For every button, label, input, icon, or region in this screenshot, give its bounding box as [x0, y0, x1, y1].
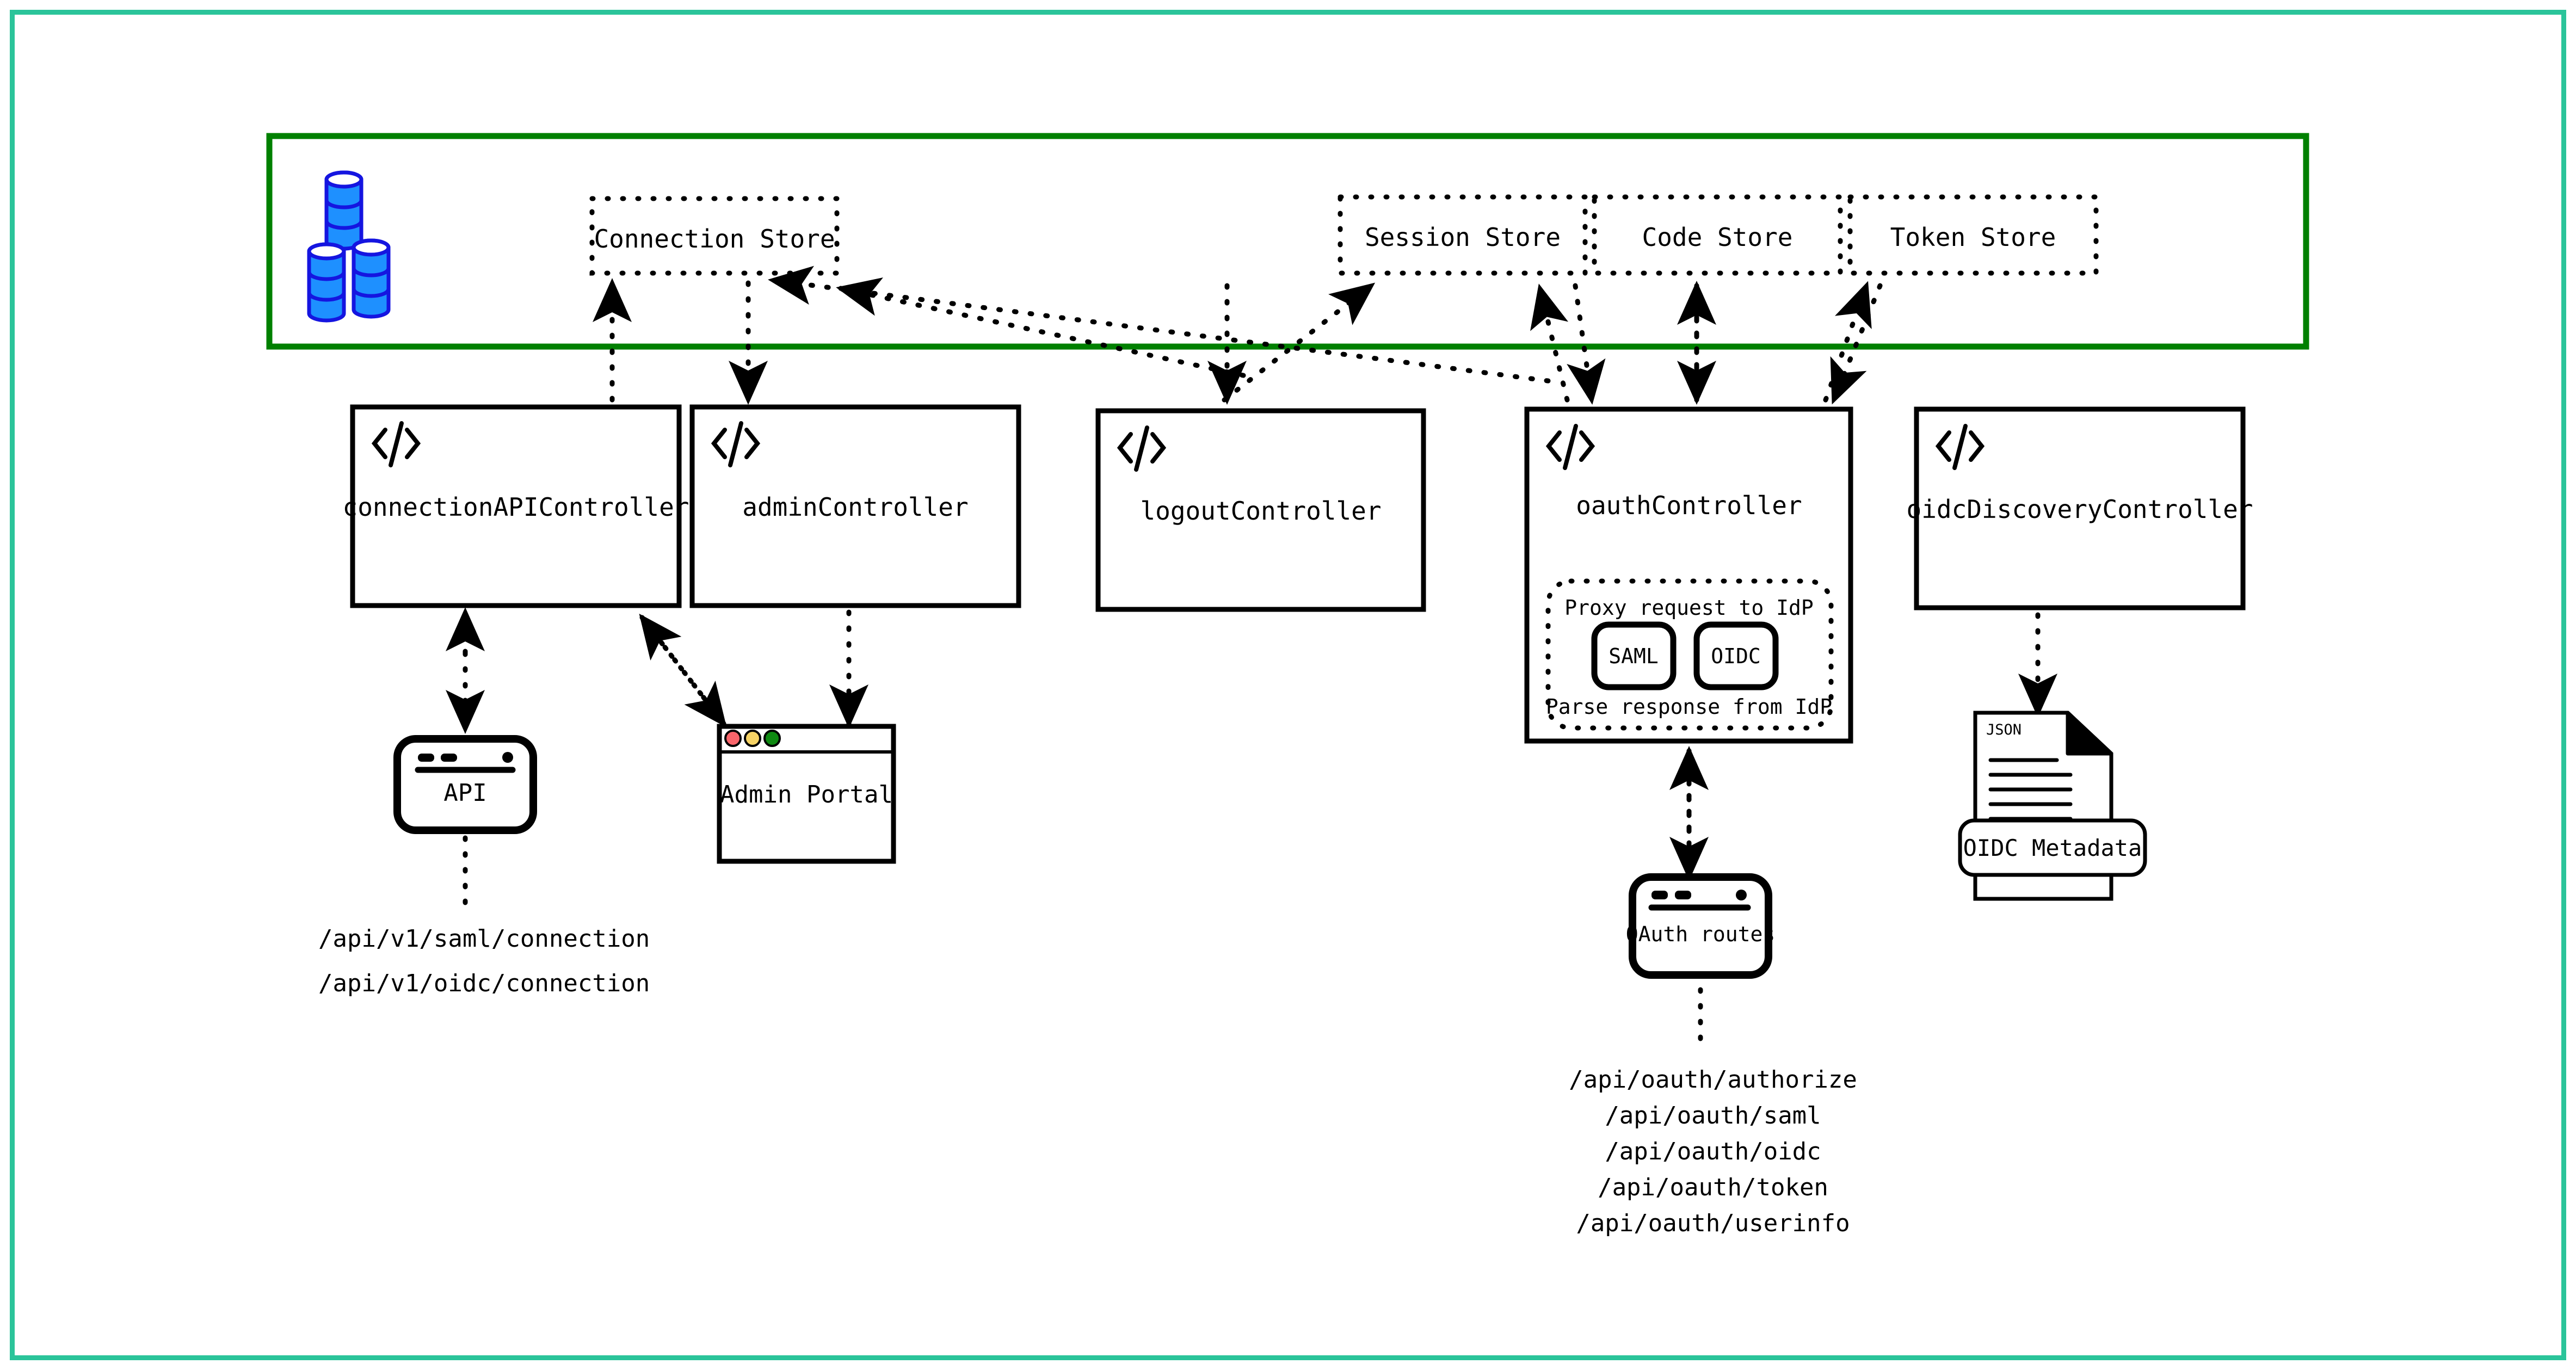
connection-route-0: /api/v1/saml/connection — [318, 925, 650, 953]
oidc-badge[interactable] — [1693, 621, 1779, 690]
saml-badge-label: SAML — [1609, 644, 1659, 668]
window-dot — [1736, 890, 1747, 900]
saml-badge[interactable] — [1591, 621, 1677, 690]
oauth-route-0: /api/oauth/authorize — [1569, 1066, 1857, 1094]
oauth-routes-label: OAuth routes — [1626, 922, 1776, 946]
admin-portal-label: Admin Portal — [720, 781, 893, 809]
connection-api-controller-label: connectionAPIController — [343, 492, 689, 522]
arrow-session-store-to-oauth — [1567, 283, 1606, 405]
code-icon — [1117, 425, 1167, 472]
oauth-route-3: /api/oauth/token — [1598, 1174, 1828, 1201]
oauth-route-2: /api/oauth/oidc — [1605, 1138, 1821, 1165]
code-store-label: Code Store — [1642, 223, 1793, 252]
connection-route-1: /api/v1/oidc/connection — [318, 970, 650, 997]
oidc-badge-label: OIDC — [1711, 644, 1761, 668]
admin-controller-box[interactable] — [689, 404, 1021, 608]
code-icon — [371, 421, 421, 467]
idp-proxy-top-label: Proxy request to IdP — [1564, 596, 1814, 620]
token-store-label: Token Store — [1890, 223, 2056, 252]
connector-arrows — [446, 266, 2057, 1053]
oauth-route-1: /api/oauth/saml — [1605, 1102, 1821, 1130]
arrow-oauth-to-connection-store — [768, 266, 1551, 384]
oidc-metadata-label: OIDC Metadata — [1963, 835, 2142, 861]
arrow-token-store-to-oauth — [1830, 283, 1883, 405]
traffic-light-minimize — [744, 730, 761, 747]
session-store-box[interactable] — [1338, 194, 1588, 276]
code-store-box[interactable] — [1592, 194, 1843, 276]
logout-controller-box[interactable] — [1095, 408, 1426, 612]
admin-controller-label: adminController — [742, 492, 968, 522]
window-dash-2 — [1675, 891, 1691, 899]
code-icon — [1935, 424, 1985, 470]
code-icon — [1545, 424, 1595, 470]
idp-proxy-box[interactable] — [1545, 578, 1834, 731]
connection-store-label: Connection Store — [594, 224, 835, 254]
arrow-oauth-to-token-store — [1823, 281, 1872, 403]
database-stack-icon — [307, 170, 391, 323]
traffic-light-zoom — [763, 730, 781, 747]
oauth-route-4: /api/oauth/userinfo — [1576, 1209, 1850, 1237]
oidc-metadata-badge[interactable] — [1958, 818, 2147, 877]
oauth-controller-label: oauthController — [1576, 491, 1802, 520]
traffic-light-close — [724, 730, 742, 747]
session-store-label: Session Store — [1365, 223, 1561, 252]
oidc-discovery-controller-box[interactable] — [1914, 406, 2246, 610]
api-node[interactable] — [393, 735, 537, 834]
oidc-discovery-controller-label: oidcDiscoveryController — [1907, 495, 2253, 524]
api-node-label: API — [443, 779, 486, 807]
token-store-box[interactable] — [1847, 194, 2099, 276]
arrow-admin-portal-to-connapi — [639, 613, 726, 726]
connection-store-box[interactable] — [589, 196, 840, 276]
window-dash-2 — [441, 754, 457, 762]
json-file-label: JSON — [1986, 721, 2022, 738]
idp-proxy-bottom-label: Parse response from IdP — [1546, 695, 1832, 719]
outer-frame — [10, 10, 2566, 1360]
window-dash-1 — [1651, 891, 1668, 899]
arrow-oauth-to-session-store-up — [1530, 283, 1570, 403]
connection-api-controller-box[interactable] — [350, 404, 682, 608]
logout-controller-label: logoutController — [1140, 496, 1381, 526]
arrow-logout-to-session-store — [1222, 282, 1376, 403]
window-dash-1 — [418, 754, 434, 762]
arrow-logout-to-connection-store — [836, 277, 1246, 378]
admin-portal-node[interactable] — [717, 724, 896, 864]
window-dot — [502, 752, 513, 763]
code-icon — [711, 421, 761, 467]
oauth-routes-node[interactable] — [1629, 873, 1772, 979]
datastore-group-border — [266, 133, 2309, 350]
